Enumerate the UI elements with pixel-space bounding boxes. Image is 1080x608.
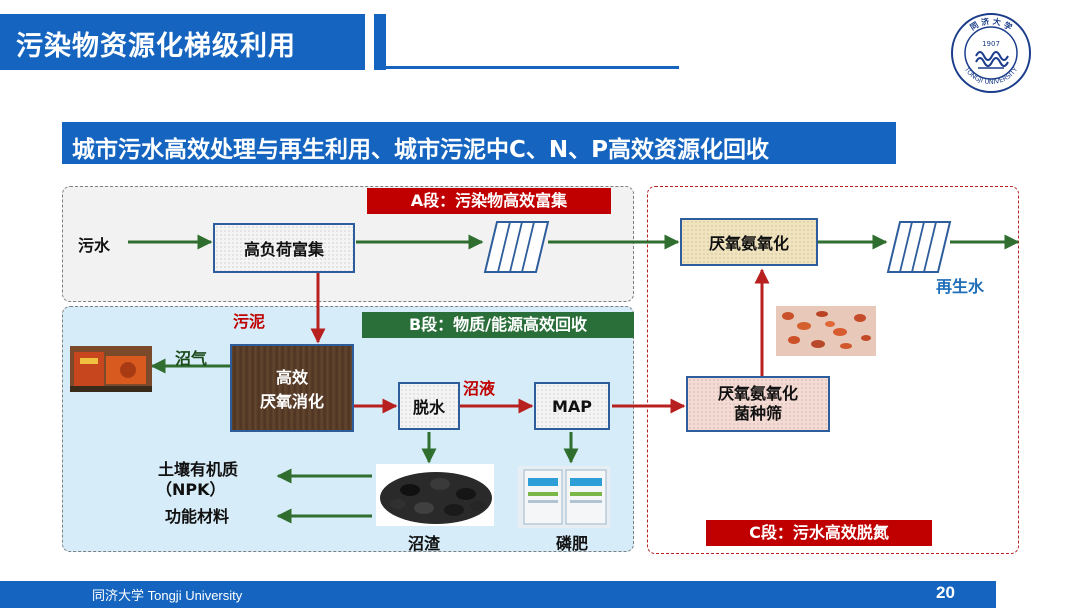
high-load-enrichment-box: 高负荷富集 (213, 223, 355, 273)
anammox-screening-label-1: 厌氧氨氧化 (717, 384, 798, 403)
phosphate-fertilizer-label: 磷肥 (556, 534, 589, 553)
anammox-screening-label-2: 菌种筛 (733, 404, 782, 423)
anammox-granules-image (776, 306, 876, 356)
section-b-label: B段：物质/能源高效回收 (362, 312, 634, 338)
footer-bar (0, 581, 996, 608)
soil-organic-label: 土壤有机质 (158, 460, 239, 479)
anammox-screening-box: 厌氧氨氧化 菌种筛 (686, 376, 830, 432)
biogas-equipment-image (70, 346, 152, 392)
section-c-label: C段：污水高效脱氮 (706, 520, 932, 546)
sludge-label: 污泥 (233, 312, 266, 331)
biosolids-label: 沼渣 (408, 534, 441, 553)
section-a-label: A段：污染物高效富集 (367, 188, 611, 214)
digestion-label-1: 高效 (275, 368, 308, 387)
wastewater-label: 污水 (78, 236, 111, 255)
filter-icon-1 (483, 221, 550, 273)
dewatering-box: 脱水 (398, 382, 460, 430)
filter-icon-2 (886, 221, 952, 273)
logo-year: 1907 (982, 40, 1000, 48)
digestate-liquid-label: 沼液 (463, 379, 496, 398)
biogas-label: 沼气 (175, 349, 208, 368)
subtitle-bar (62, 122, 896, 164)
subtitle: 城市污水高效处理与再生利用、城市污泥中C、N、P高效资源化回收 (72, 137, 769, 163)
title-underline (374, 66, 679, 69)
biosolids-pellets-image (376, 464, 494, 526)
digestion-label-2: 厌氧消化 (259, 392, 324, 411)
functional-materials-label: 功能材料 (165, 507, 230, 526)
slide-title: 污染物资源化梯级利用 (16, 31, 296, 62)
university-logo: 同 济 大 学 TONGJI UNIVERSITY 1907 (951, 13, 1031, 93)
title-accent-tab (374, 14, 386, 70)
npk-label: （NPK） (156, 480, 226, 499)
map-box: MAP (534, 382, 610, 430)
footer-institution: 同济大学 Tongji University (92, 588, 243, 603)
page-number: 20 (936, 583, 955, 602)
fertilizer-bags-image (518, 466, 610, 528)
anaerobic-digestion-box: 高效 厌氧消化 (230, 344, 354, 432)
title-bar (0, 14, 365, 70)
reclaimed-water-label: 再生水 (936, 277, 985, 296)
anammox-box: 厌氧氨氧化 (680, 218, 818, 266)
